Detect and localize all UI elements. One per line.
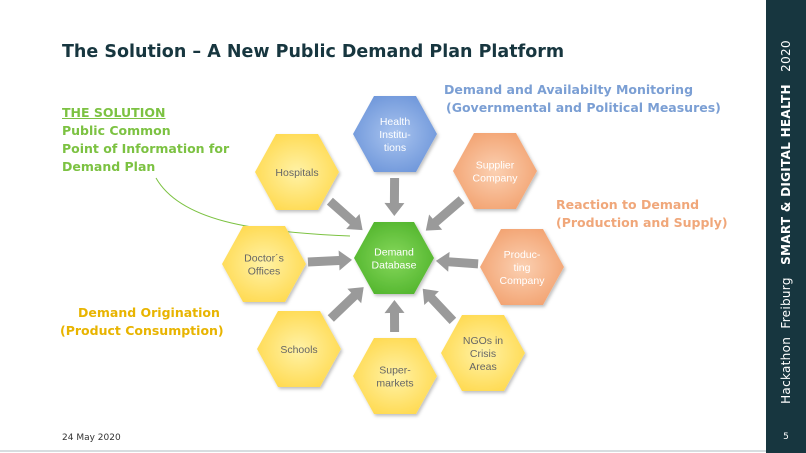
solution-heading: THE SOLUTION: [62, 105, 166, 120]
arrow-doctors: [307, 250, 352, 271]
hex-label-center: Demand: [374, 247, 414, 259]
hex-label-hospitals: Hospitals: [275, 167, 318, 179]
hex-label-ngos: Crisis: [470, 348, 496, 360]
sidebar-band: [766, 0, 806, 453]
solution-line-2: Point of Information for: [62, 141, 230, 156]
page-number: 5: [783, 432, 789, 442]
sidebar-hackathon: Hackathon: [779, 336, 793, 404]
reaction-line-1: Reaction to Demand: [556, 197, 700, 212]
arrow-supermarkets: [384, 300, 405, 332]
sidebar-brand: SMART & DIGITAL HEALTH: [779, 84, 793, 265]
hexagon-group: HealthInstitu-tionsSupplierCompanyProduc…: [222, 96, 564, 414]
hex-label-center: Database: [372, 260, 417, 272]
sidebar-freiburg: Freiburg: [779, 277, 793, 329]
solution-text-block: THE SOLUTION Public Common Point of Info…: [62, 104, 229, 176]
solution-callout-line: [155, 177, 351, 237]
hex-label-producing: Company: [500, 275, 546, 287]
hex-label-doctors: Offices: [248, 266, 280, 278]
monitoring-line-2: (Governmental and Political Measures): [446, 100, 721, 115]
origination-line-2: (Product Consumption): [60, 323, 224, 338]
solution-line-3: Demand Plan: [62, 159, 156, 174]
hex-shape-health: [353, 96, 437, 172]
hex-shape-producing: [480, 229, 564, 305]
hex-shape-supermarkets: [353, 338, 437, 414]
footer-date: 24 May 2020: [62, 433, 121, 443]
hex-label-ngos: NGOs in: [463, 335, 503, 347]
hex-label-supplier: Supplier: [476, 160, 515, 172]
hexagon-diagram: HealthInstitu-tionsSupplierCompanyProduc…: [155, 96, 564, 414]
arrow-hospitals: [326, 197, 363, 231]
arrow-producing: [435, 251, 479, 272]
monitoring-line-1: Demand and Availabilty Monitoring: [444, 82, 694, 97]
footer-divider: [0, 450, 766, 452]
hex-label-schools: Schools: [280, 344, 317, 356]
hex-shape-ngos: [441, 315, 525, 391]
arrow-group: [307, 178, 479, 332]
hex-node-schools: Schools: [257, 311, 341, 387]
hex-label-health: tions: [384, 142, 406, 154]
solution-line-1: Public Common: [62, 123, 171, 138]
hex-label-supplier: Company: [473, 173, 519, 185]
hex-shape-hospitals: [255, 134, 339, 210]
origination-text-block: Demand Origination (Product Consumption): [60, 304, 224, 340]
reaction-line-2: (Production and Supply): [556, 215, 728, 230]
hex-label-health: Health: [380, 116, 411, 128]
hex-label-producing: Produc-: [504, 249, 541, 261]
reaction-text-block: Reaction to Demand (Production and Suppl…: [556, 196, 728, 232]
hex-node-hospitals: Hospitals: [255, 134, 339, 210]
hex-label-producing: ting: [514, 262, 531, 274]
sidebar-brand-text: Hackathon Freiburg SMART & DIGITAL HEALT…: [779, 40, 793, 404]
hex-shape-center: [354, 222, 434, 294]
hex-node-supermarkets: Super-markets: [353, 338, 437, 414]
hex-label-supermarkets: markets: [376, 378, 413, 390]
hex-label-ngos: Areas: [469, 361, 496, 373]
arrow-supplier: [425, 196, 465, 231]
hex-label-health: Institu-: [379, 129, 411, 141]
sidebar-year: 2020: [779, 40, 793, 72]
monitoring-text-block: Demand and Availabilty Monitoring (Gover…: [444, 81, 721, 117]
slide-title: The Solution – A New Public Demand Plan …: [62, 42, 565, 62]
arrow-ngos: [422, 288, 457, 324]
hex-shape-doctors: [222, 226, 306, 302]
hex-label-doctors: Doctor´s: [244, 253, 284, 265]
arrow-schools: [327, 287, 364, 322]
origination-line-1: Demand Origination: [78, 305, 220, 320]
hex-shape-schools: [257, 311, 341, 387]
hex-shape-supplier: [453, 133, 537, 209]
arrow-health: [384, 178, 405, 216]
hex-label-supermarkets: Super-: [379, 365, 411, 377]
